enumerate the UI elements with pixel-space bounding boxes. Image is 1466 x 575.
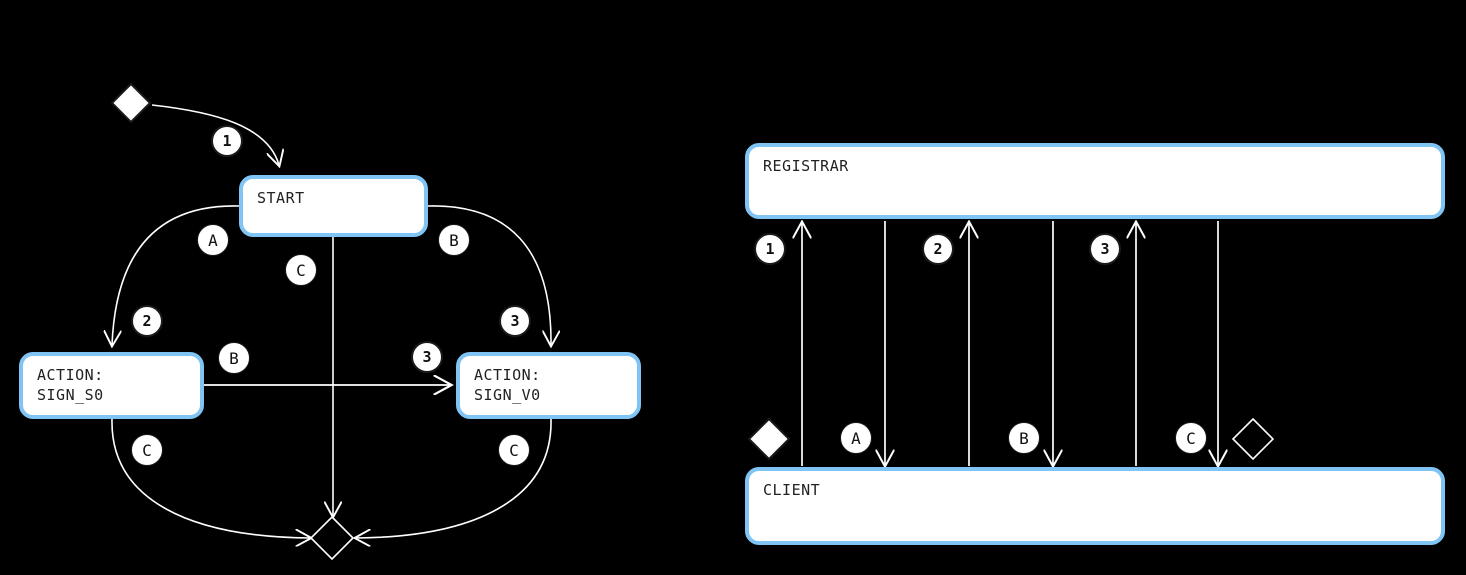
edge-label-c-top: C <box>285 254 317 286</box>
edge-label-1-text: 1 <box>222 132 232 150</box>
lifeline-client-label: CLIENT <box>763 481 821 499</box>
edge-label-c-right: C <box>498 434 530 466</box>
node-action-sign-s0[interactable]: ACTION: SIGN_S0 <box>19 352 204 419</box>
edge-label-3-mid-text: 3 <box>422 348 432 366</box>
message-label-c-text: C <box>1186 428 1196 448</box>
edge-action-s0-to-final <box>111 418 310 538</box>
message-label-b: B <box>1008 422 1040 454</box>
edge-label-b-mid-text: B <box>229 348 239 368</box>
node-action-sign-s0-label: ACTION: SIGN_S0 <box>37 366 104 404</box>
sequence-start-diamond <box>747 417 791 461</box>
lifeline-registrar[interactable]: REGISTRAR <box>745 143 1445 219</box>
state-machine-edges <box>111 104 552 538</box>
message-label-b-text: B <box>1019 428 1029 448</box>
message-label-1: 1 <box>754 233 786 265</box>
edge-start-to-action-v0 <box>427 205 551 345</box>
sequence-end-diamond <box>1231 417 1275 461</box>
edge-label-2-text: 2 <box>142 312 152 330</box>
edge-initial-to-start <box>151 104 279 165</box>
edge-label-b-top: B <box>438 224 470 256</box>
message-label-a-text: A <box>851 428 861 448</box>
edge-label-2: 2 <box>131 305 163 337</box>
final-diamond <box>309 515 355 561</box>
edge-label-a: A <box>197 224 229 256</box>
node-action-sign-v0-label: ACTION: SIGN_V0 <box>474 366 541 404</box>
message-label-c: C <box>1175 422 1207 454</box>
node-start-label: START <box>257 189 305 207</box>
edge-label-a-text: A <box>208 230 218 250</box>
message-label-3-text: 3 <box>1100 240 1110 258</box>
edge-label-3-mid: 3 <box>411 341 443 373</box>
message-label-3: 3 <box>1089 233 1121 265</box>
edge-start-to-action-s0 <box>112 205 240 345</box>
lifeline-registrar-label: REGISTRAR <box>763 157 849 175</box>
edge-label-c-left: C <box>131 434 163 466</box>
edge-label-c-top-text: C <box>296 260 306 280</box>
edge-label-c-left-text: C <box>142 440 152 460</box>
message-label-1-text: 1 <box>765 240 775 258</box>
node-start[interactable]: START <box>239 175 428 237</box>
message-label-2: 2 <box>922 233 954 265</box>
message-label-2-text: 2 <box>933 240 943 258</box>
edge-label-b-top-text: B <box>449 230 459 250</box>
edge-label-3-right-text: 3 <box>510 312 520 330</box>
edge-action-v0-to-final <box>356 418 552 538</box>
sequence-messages <box>802 221 1218 466</box>
node-action-sign-v0[interactable]: ACTION: SIGN_V0 <box>456 352 641 419</box>
edge-label-c-right-text: C <box>509 440 519 460</box>
initial-diamond <box>110 82 152 124</box>
edge-label-3-right: 3 <box>499 305 531 337</box>
edge-label-b-mid: B <box>218 342 250 374</box>
message-label-a: A <box>840 422 872 454</box>
lifeline-client[interactable]: CLIENT <box>745 467 1445 545</box>
edge-label-1: 1 <box>211 125 243 157</box>
